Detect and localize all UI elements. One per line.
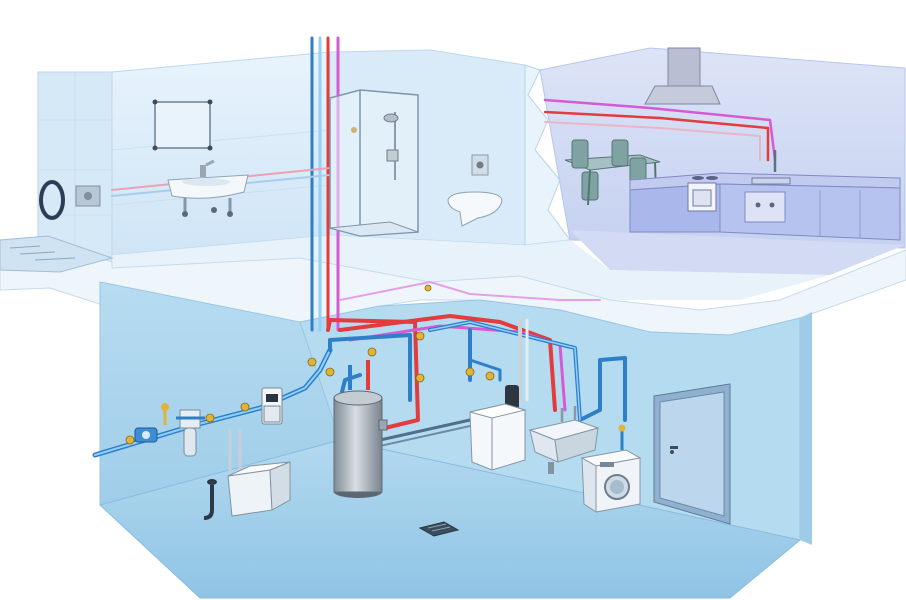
water-meter xyxy=(134,403,169,443)
valve xyxy=(415,373,425,383)
balcony xyxy=(0,235,114,273)
bathroom-back-wall xyxy=(111,51,331,256)
mirror xyxy=(152,99,213,151)
utility-sink xyxy=(528,406,600,474)
toilet xyxy=(447,154,503,227)
tile-lines xyxy=(38,72,331,262)
kitchen-counter xyxy=(629,150,901,241)
floor-drain xyxy=(418,521,460,537)
valve xyxy=(465,367,475,377)
range-hood xyxy=(644,47,721,105)
valve xyxy=(240,402,250,412)
valve xyxy=(485,371,495,381)
valve xyxy=(307,357,317,367)
valve xyxy=(424,284,432,292)
valve xyxy=(325,367,335,377)
kitchen-floor xyxy=(570,230,905,275)
valve xyxy=(367,347,377,357)
wash-basin xyxy=(167,159,249,217)
basement-door xyxy=(653,383,731,525)
basement-right-edge xyxy=(800,312,812,545)
valve xyxy=(415,331,425,341)
shower-cabin xyxy=(329,89,419,237)
controller xyxy=(261,387,283,425)
hot-water-tank xyxy=(333,360,388,498)
drain-pipe xyxy=(203,479,217,520)
heater-unit xyxy=(469,385,527,471)
pump-unit xyxy=(227,461,291,517)
dining-set xyxy=(564,139,661,206)
filter xyxy=(176,409,205,457)
valve xyxy=(125,435,135,445)
balcony-grate xyxy=(9,245,76,261)
washing-machine xyxy=(580,424,642,513)
garden-hose xyxy=(39,180,101,220)
valve xyxy=(205,413,215,423)
